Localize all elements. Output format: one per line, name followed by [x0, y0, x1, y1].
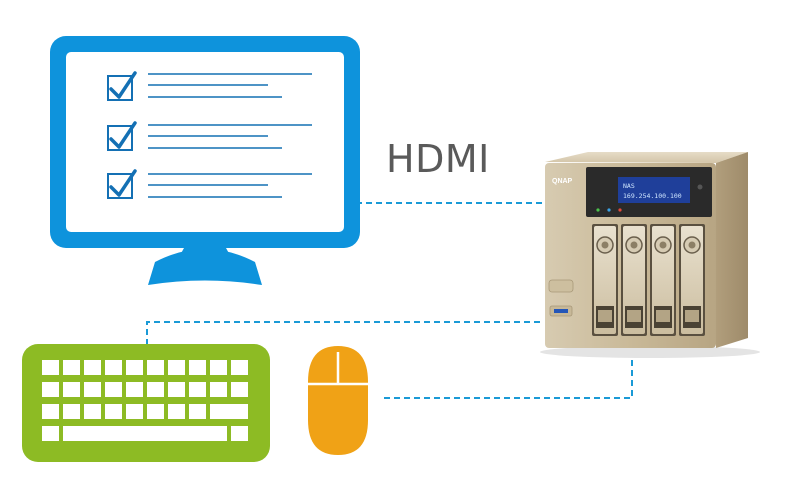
monitor-stand: [174, 248, 236, 266]
hdmi-label: HDMI: [386, 137, 490, 181]
nas-drive-bays: [592, 224, 705, 336]
monitor-icon: [50, 36, 360, 285]
mouse-icon: [308, 346, 368, 455]
nas-lcd-line1: NAS: [623, 182, 635, 190]
nas-brand: QNAP: [552, 178, 573, 185]
keyboard-connector-line: [146, 321, 542, 345]
drive-bay-3: [650, 224, 676, 336]
checklist-icon: [107, 71, 312, 199]
keyboard-icon: [22, 344, 270, 462]
drive-bay-4: [679, 224, 705, 336]
drive-bay-2: [621, 224, 647, 336]
connector-lines: [146, 202, 633, 399]
mouse-connector-line: [384, 338, 633, 399]
nas-lcd-line2: 169.254.100.100: [623, 192, 682, 200]
nas-icon: NAS 169.254.100.100 QNAP: [540, 152, 760, 358]
drive-bay-1: [592, 224, 618, 336]
